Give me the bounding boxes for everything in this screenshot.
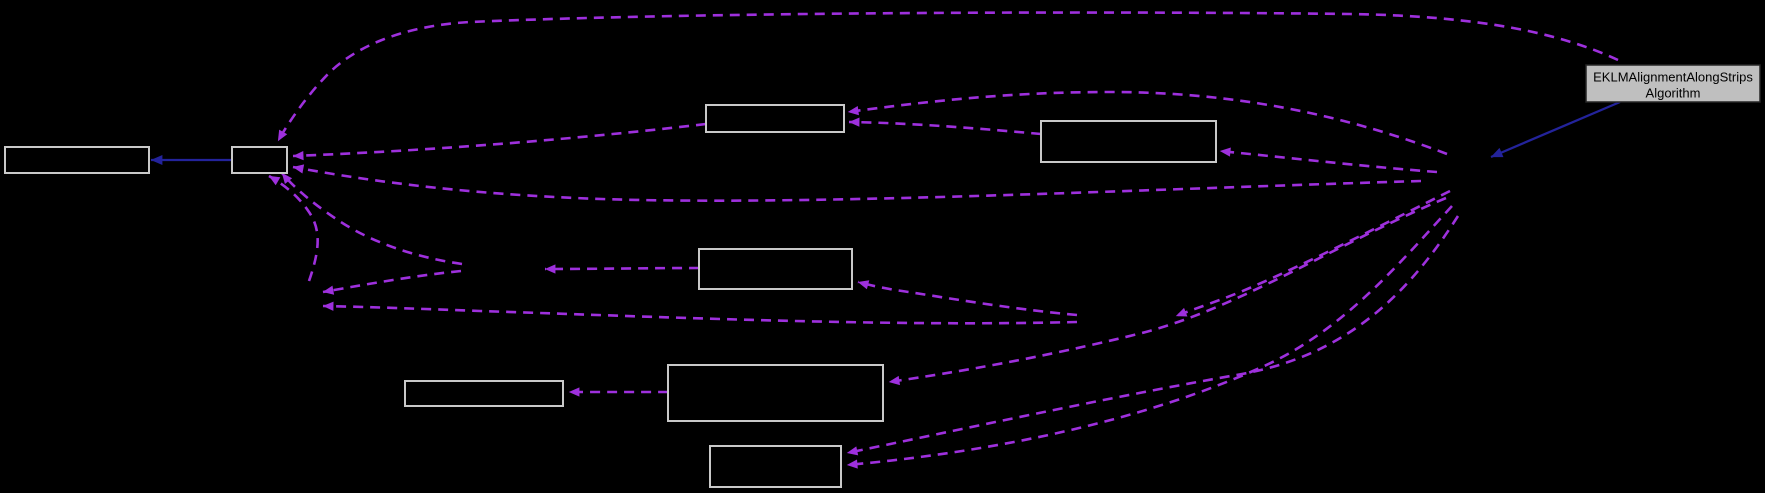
diagram-node-bottom[interactable] bbox=[709, 445, 842, 488]
edge-hub4-to-middle-dashed-arrow bbox=[857, 280, 1078, 317]
edge-hub4-to-hub3-dashed-arrow bbox=[322, 301, 1078, 325]
edges-layer bbox=[150, 11, 1621, 469]
edge-hub-to-bottom-upper-dashed-arrow bbox=[846, 215, 1460, 456]
edge-hub-to-topcenter-dashed-arrow bbox=[847, 90, 1448, 156]
diagram-node-middle[interactable] bbox=[698, 248, 853, 290]
edge-algo-to-hub-solid-arrow bbox=[1490, 100, 1621, 159]
diagram-node-lower-center[interactable] bbox=[667, 364, 884, 422]
diagram-node-left-wide[interactable] bbox=[4, 146, 150, 174]
diagram-node-left-small[interactable] bbox=[231, 146, 288, 174]
diagram-node-eklm-alignment-along-strips-algorithm[interactable] bbox=[1585, 64, 1761, 103]
edge-hub2-to-hub3-dashed-arrow bbox=[322, 269, 462, 295]
edge-hub3-to-left-small-dashed-arrow bbox=[268, 174, 319, 282]
edge-topright-to-topcenter-dashed-arrow bbox=[848, 117, 1042, 136]
diagram-node-top-center[interactable] bbox=[705, 104, 845, 133]
highlight-node-label-line1: EKLMAlignmentAlongStrips bbox=[1593, 70, 1753, 85]
edge-hub-to-topright-dashed-arrow bbox=[1219, 147, 1438, 174]
edge-topcenter-to-left-small-dashed-arrow bbox=[292, 122, 707, 161]
edge-middle-to-hub2-dashed-arrow bbox=[544, 264, 700, 274]
edge-algo-to-left-small-arc-dashed-arrow bbox=[276, 11, 1619, 142]
diagram-node-lower-left[interactable] bbox=[404, 380, 564, 407]
edge-hub-to-hub4-dashed-arrow bbox=[1175, 189, 1451, 318]
edge-hub-to-bottom-lower-dashed-arrow bbox=[846, 205, 1453, 469]
diagram-node-top-right[interactable] bbox=[1040, 120, 1217, 163]
edge-hub-to-lowercenter-dashed-arrow bbox=[888, 196, 1447, 386]
edge-hub-to-left-small-dashed-arrow bbox=[292, 164, 1422, 202]
highlight-node-label-line2: Algorithm bbox=[1646, 86, 1701, 101]
edge-hub2-to-left-small-dashed-arrow bbox=[280, 172, 463, 266]
